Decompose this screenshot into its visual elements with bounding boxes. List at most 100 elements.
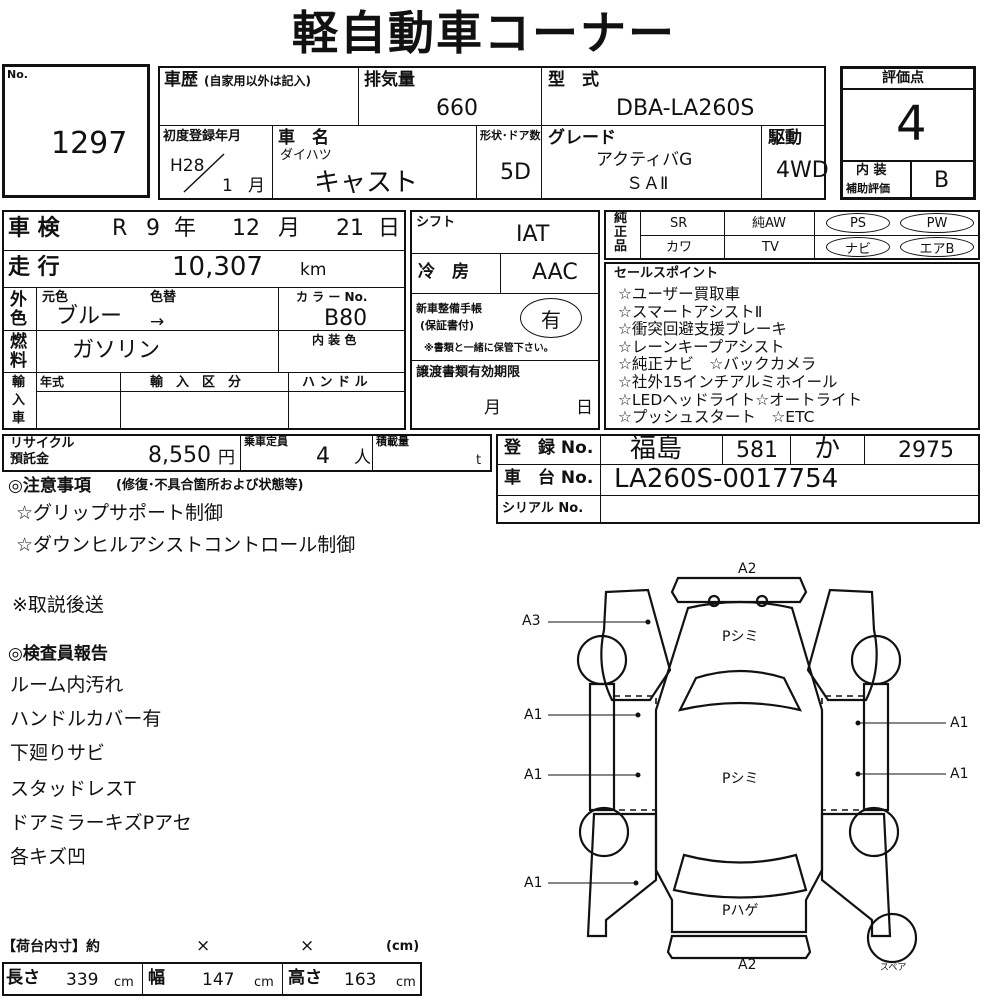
- grade-line1: アクティバG: [596, 150, 693, 170]
- color-label-2: 色: [10, 309, 27, 329]
- history-label: 車歴: [164, 70, 198, 90]
- shift-label: シフト: [416, 215, 456, 230]
- cargo-unit: (cm): [386, 939, 420, 954]
- cargo-cm: cm: [114, 975, 134, 990]
- spare-label: スペア: [880, 963, 907, 973]
- sales-points-label: セールスポイント: [614, 266, 719, 281]
- transfer-day-unit: 日: [576, 398, 593, 418]
- registration-details-grid: [2, 210, 406, 430]
- cargo-times-1: ×: [196, 936, 211, 956]
- damage-label: A1: [524, 707, 543, 723]
- lot-no-label: No.: [7, 68, 28, 81]
- car-name: キャスト: [314, 168, 419, 198]
- equipment-label-3: 品: [614, 239, 628, 254]
- sales-point-item: ☆プッシュスタート ☆ETC: [618, 408, 815, 427]
- inspector-item: ルーム内汚れ: [10, 674, 124, 696]
- caution-note: (修復･不具合箇所および状態等): [116, 478, 304, 493]
- left-door-outline: [614, 695, 657, 811]
- grade-line2: ＳＡⅡ: [626, 174, 669, 194]
- left-door-panel: [588, 682, 616, 812]
- chassis-value: LA260S-0017754: [614, 464, 839, 494]
- inspector-item: ドアミラーキズPアセ: [10, 812, 192, 834]
- warranty-label-1: 新車整備手帳: [416, 302, 482, 315]
- damage-label: A1: [950, 715, 969, 731]
- import-year-label: 年式: [40, 375, 65, 389]
- equipment-aircon: エアB: [900, 237, 974, 257]
- import-type-label: 輸 入 区 分: [150, 375, 242, 390]
- damage-label: Pシミ: [722, 629, 759, 645]
- shift-cooling-grid: [410, 210, 600, 430]
- rear-window: [672, 853, 808, 899]
- warranty-note: ※書類と一緒に保管下さい。: [424, 343, 554, 354]
- cooling-value: AAC: [532, 260, 578, 285]
- caution-item: ☆グリップサポート制御: [16, 502, 224, 524]
- equipment-kawa: カワ: [666, 240, 693, 255]
- recycle-label-1: リサイクル: [10, 436, 75, 451]
- registration-number: 2975: [898, 438, 954, 463]
- model-label: 型 式: [548, 70, 599, 90]
- spare-tire: [866, 912, 918, 964]
- car-body: [654, 600, 824, 934]
- recycle-row: [2, 434, 492, 472]
- wheel-front-right: [850, 634, 902, 686]
- first-reg-year: H28: [170, 156, 205, 176]
- import-label-1: 輸: [12, 375, 26, 390]
- grade-label: グレード: [548, 128, 616, 148]
- cargo-height-label: 高さ: [288, 968, 322, 988]
- lot-number-box: No. 1297: [2, 64, 150, 198]
- windshield: [677, 669, 803, 712]
- damage-label: A3: [522, 613, 541, 629]
- sales-point-item: ☆レーンキープアシスト: [618, 337, 785, 356]
- caution-item: ☆ダウンヒルアシストコントロール制御: [16, 534, 356, 556]
- equipment-label-2: 正: [614, 225, 628, 240]
- transfer-month-unit: 月: [484, 398, 501, 418]
- warranty-label-2: (保証書付): [420, 319, 475, 332]
- inspection-day-unit: 日: [378, 216, 401, 241]
- cooling-label: 冷 房: [418, 262, 469, 282]
- interior-color-label: 内 装 色: [312, 333, 357, 347]
- color-arrow: →: [150, 312, 165, 332]
- inspector-label: ◎検査員報告: [8, 644, 108, 664]
- equipment-navi: ナビ: [826, 237, 890, 257]
- color-no-value: B80: [324, 306, 368, 331]
- damage-label: A2: [738, 561, 757, 577]
- original-color-label: 元色: [42, 290, 69, 305]
- drive-value: 4WD: [776, 158, 829, 183]
- transfer-label: 譲渡書類有効期限: [416, 365, 521, 380]
- damage-label: Pハゲ: [722, 903, 759, 919]
- damage-label: Pシミ: [722, 771, 759, 787]
- inspection-day: 21: [336, 216, 364, 241]
- inspector-item: スタッドレスT: [10, 778, 136, 800]
- fuel-value: ガソリン: [72, 338, 161, 363]
- cargo-width: 147: [202, 970, 235, 990]
- import-label-2: 入: [12, 393, 26, 408]
- cargo-length-label: 長さ: [6, 968, 40, 988]
- sales-point-item: ☆LEDヘッドライト☆オートライト: [618, 390, 863, 409]
- equipment-sr: SR: [670, 216, 688, 231]
- wheel-rear-left: [578, 806, 630, 858]
- car-condition-diagram: [548, 576, 946, 964]
- sales-point-item: ☆スマートアシストⅡ: [618, 302, 763, 321]
- right-door-panel: [862, 682, 890, 812]
- remark-text: ※取説後送: [12, 594, 104, 616]
- recycle-label-2: 預託金: [10, 452, 50, 467]
- body-label: 形状･ドア数: [480, 129, 541, 142]
- car-maker: ダイハツ: [280, 148, 332, 163]
- cargo-cm: cm: [254, 975, 274, 990]
- inspector-item: 下廻りサビ: [10, 742, 106, 764]
- displacement-value: 660: [436, 96, 478, 121]
- registration-grid: [496, 434, 980, 524]
- rating-box: [840, 66, 976, 200]
- sales-point-item: ☆ユーザー買取車: [618, 285, 741, 303]
- cargo-dimensions-box: [2, 962, 422, 996]
- equipment-ps: PS: [826, 213, 890, 233]
- serial-label: シリアル No.: [502, 501, 584, 516]
- equipment-label-1: 純: [614, 211, 628, 226]
- damage-label: A1: [524, 767, 543, 783]
- first-reg-month: 1: [222, 176, 233, 196]
- inspection-year: 9: [146, 216, 160, 241]
- inspection-label: 車 検: [8, 216, 60, 241]
- mileage-unit: km: [300, 260, 327, 280]
- fuel-label-1: 燃: [10, 332, 27, 352]
- history-note: (自家用以外は記入): [204, 74, 311, 88]
